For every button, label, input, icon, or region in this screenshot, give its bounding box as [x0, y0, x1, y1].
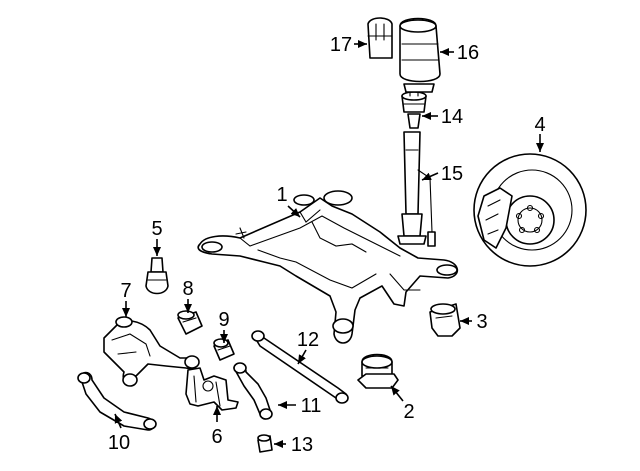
part-13-bushing [257, 434, 273, 453]
callout-10: 10 [108, 432, 130, 454]
part-8-bushing [177, 310, 203, 335]
callout-2: 2 [403, 401, 414, 423]
callout-14: 14 [441, 106, 463, 128]
callout-15: 15 [441, 163, 463, 185]
callout-1: 1 [276, 184, 287, 206]
part-15-shock [397, 131, 436, 247]
part-6-bracket [185, 367, 239, 411]
callout-7: 7 [120, 280, 131, 302]
callout-6: 6 [211, 426, 222, 448]
callout-12: 12 [297, 329, 319, 351]
part-14-upper-mount [401, 89, 427, 129]
part-17-cap [367, 17, 393, 59]
part-10-lower-link [77, 371, 157, 431]
callout-8: 8 [182, 278, 193, 300]
part-5-ball-joint [145, 257, 169, 295]
callout-17: 17 [330, 34, 352, 56]
part-4-rotor-hub [473, 153, 587, 267]
part-1-subframe [197, 190, 459, 344]
leader-lines [114, 40, 544, 448]
callout-11: 11 [301, 395, 322, 417]
callout-16: 16 [457, 42, 479, 64]
callout-3: 3 [476, 311, 487, 333]
callout-labels: 1 2 3 4 5 6 7 8 9 10 11 12 13 14 15 16 1… [108, 34, 546, 456]
part-11-camber-link [233, 362, 273, 420]
part-2-diff-mount [357, 353, 399, 389]
callout-13: 13 [291, 434, 313, 456]
part-3-bushing [429, 303, 461, 337]
part-12-tie-rod [251, 330, 349, 404]
part-16-air-spring [399, 17, 441, 93]
part-7-control-arm [103, 316, 200, 387]
callout-5: 5 [151, 218, 162, 240]
callout-4: 4 [534, 114, 545, 136]
callout-9: 9 [218, 309, 229, 331]
